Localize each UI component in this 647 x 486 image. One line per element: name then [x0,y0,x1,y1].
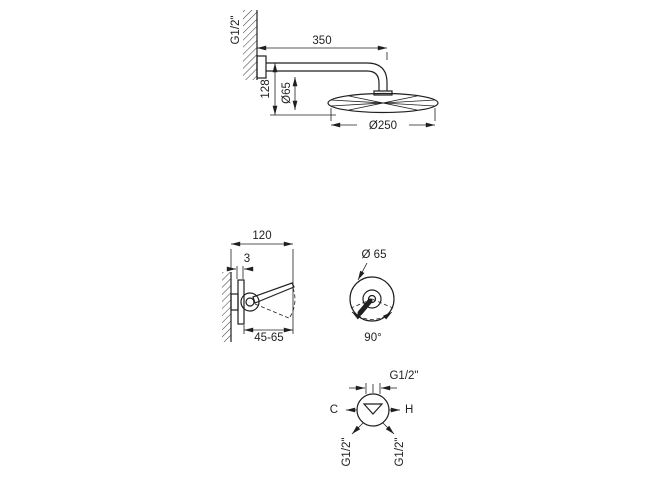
drop-height-label: 128 [260,79,272,98]
valve-body [230,293,239,311]
dimension-total-depth: 120 [230,230,294,334]
dimension-install-depth: 45-65 [243,325,293,344]
head-stem [373,90,393,96]
connector-diameter-label: Ø65 [281,82,293,104]
plate-diameter-label: Ø 65 [362,249,387,261]
bottom-left-port-arrow [351,422,364,435]
handle-swing-label: 90° [364,332,381,344]
leader-line [357,262,368,281]
wall-flange [256,55,267,79]
wall-thread-label: G1/2" [230,15,242,44]
dimension-drop-height: 128 [260,63,336,116]
valve-schematic-body [356,393,390,427]
hot-label: H [405,404,413,416]
install-depth-label: 45-65 [254,332,283,344]
head-spoke [348,95,418,111]
handle-alt-position [371,298,394,309]
shower-head-disc [327,92,439,114]
mixer-handle [357,298,373,316]
total-depth-label: 120 [252,230,271,242]
mixer-side-view: 120 3 45-65 [222,230,296,344]
bottom-right-thread-label: G1/2" [394,437,406,466]
top-thread-label: G1/2" [389,370,418,382]
mixer-handle [252,282,295,304]
valve-symbol [362,403,384,415]
dimension-arm-length: 350 [257,35,388,60]
head-diameter-label: Ø250 [369,120,397,132]
arm-elbow-inner [366,70,380,91]
handle-alt-position [350,298,373,309]
cold-label: C [330,404,338,416]
bottom-right-port-arrow [382,422,395,435]
cartridge-inner [245,297,255,307]
handle-swing-arc [289,287,296,318]
dimension-head-diameter: Ø250 [330,108,436,132]
escutcheon-plate [349,276,395,322]
wall-hatching [243,10,257,80]
handle-base [362,289,382,309]
plate-thickness-label: 3 [244,253,250,265]
mixer-front-view: Ø 65 90° [349,249,395,344]
wall-hatching [222,272,231,342]
trim-plate [237,279,245,325]
shower-arm-view: G1/2" 350 128 Ø65 [230,10,439,132]
handle-alt-position [254,303,292,320]
connection-view: G1/2" C H G1/2" G1/2" [330,370,419,467]
handle-swing-arc [351,311,393,320]
arm-length-label: 350 [312,35,331,47]
dimension-plate-thickness: 3 [226,253,254,279]
bottom-left-thread-label: G1/2" [341,437,353,466]
arm-elbow-outer [366,62,388,91]
dimension-connector-diameter: Ø65 [281,77,298,110]
